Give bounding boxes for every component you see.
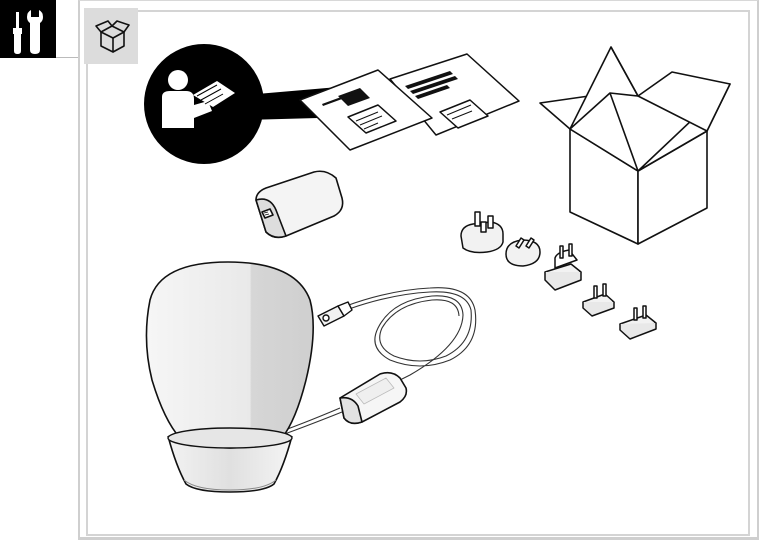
power-adapter [255,170,344,239]
plug-adapter-uk [460,211,504,254]
box-contents-icon [95,20,130,53]
outer-frame [78,0,759,540]
tools-tab [0,0,56,58]
packaging-box [539,46,731,245]
cable-connector [317,301,353,327]
plug-adapter-flat [619,305,657,340]
cable-controller [339,371,408,425]
plug-adapters [460,211,657,340]
plug-adapter-round [505,237,541,267]
plug-adapter-us [582,283,615,317]
printed-documents [299,53,520,151]
tools-icon [13,10,43,54]
box-contents-tab [84,8,138,64]
read-manual-icon [144,44,350,164]
plug-adapter-eu [544,243,582,291]
lamp [145,261,314,493]
lamp-cable [267,287,477,441]
tab-rule [56,57,78,58]
content-frame [86,10,750,536]
